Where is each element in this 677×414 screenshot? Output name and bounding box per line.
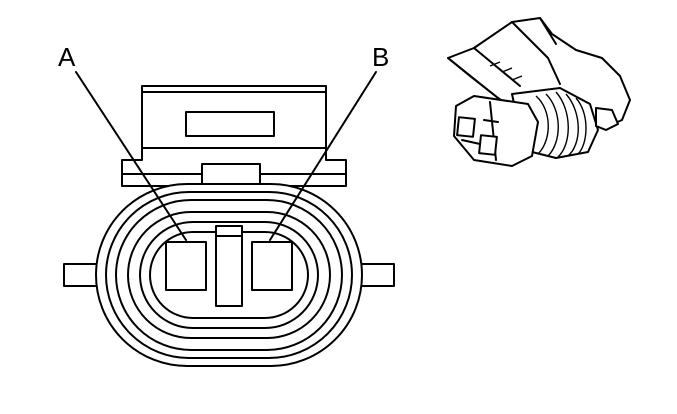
leader-line-b (269, 71, 377, 241)
latch-housing (121, 85, 347, 189)
connector-isometric-view (447, 17, 631, 167)
connector-face-view: A B (58, 42, 395, 367)
left-mounting-tab (63, 263, 101, 287)
terminal-b-cavity (251, 241, 293, 291)
terminal-a-cavity (165, 241, 207, 291)
leader-line-a (75, 71, 187, 241)
center-key (215, 225, 243, 307)
label-terminal-b: B (372, 42, 389, 72)
label-terminal-a: A (58, 42, 76, 72)
right-mounting-tab (359, 263, 395, 287)
